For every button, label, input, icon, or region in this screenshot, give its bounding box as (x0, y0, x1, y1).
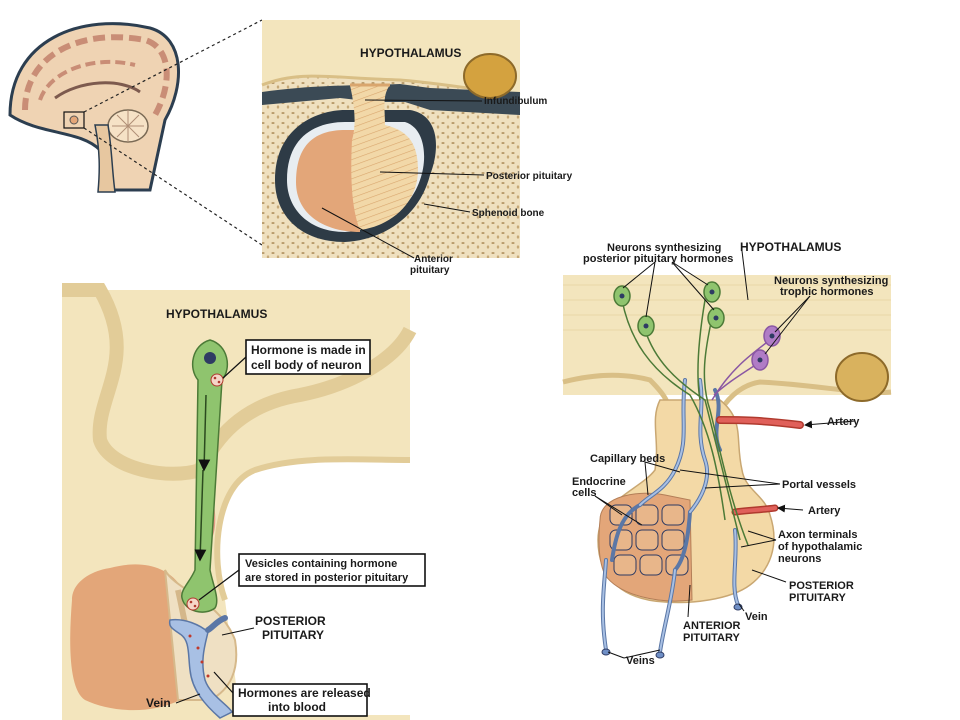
label-portal-vessels: Portal vessels (782, 479, 856, 491)
label-infundibulum: Infundibulum (484, 96, 547, 107)
label-neurons: neurons (778, 553, 821, 565)
label-pituitary-right: PITUITARY (789, 592, 846, 604)
label-posterior-pituitary: Posterior pituitary (486, 171, 573, 182)
label-anterior-right: ANTERIOR (683, 620, 741, 632)
callout-3-line1: Hormones are released (238, 686, 371, 700)
brain-sagittal (8, 19, 263, 246)
label-posterior-right: POSTERIOR (789, 580, 854, 592)
label-axon-terminals: Axon terminals (778, 529, 857, 541)
label-vein-left: Vein (146, 696, 171, 710)
label-artery-2: Artery (808, 505, 841, 517)
hypothalamus-title-top: HYPOTHALAMUS (360, 46, 461, 60)
label-veins: Veins (626, 655, 655, 667)
posterior-pituitary (350, 85, 418, 230)
posterior-pathway-panel: HYPOTHALAMUS Hormone is made in cell bod… (62, 283, 426, 720)
callout-2-line1: Vesicles containing hormone (245, 558, 397, 570)
label-neurons-posterior-2: posterior pituitary hormones (583, 253, 733, 265)
label-pituitary-left: PITUITARY (262, 628, 324, 642)
callout-1-line2: cell body of neuron (251, 358, 362, 372)
label-neurons-trophic-1: Neurons synthesizing (774, 275, 888, 287)
hypothalamus-title-right: HYPOTHALAMUS (740, 240, 841, 254)
callout-box-1 (245, 339, 371, 375)
label-neurons-trophic-2: trophic hormones (780, 286, 874, 298)
callout-box-2 (238, 553, 426, 587)
nucleus (204, 352, 216, 364)
label-anterior-pituitary-right: PITUITARY (683, 632, 740, 644)
hypothalamus-title-left: HYPOTHALAMUS (166, 307, 267, 321)
label-capillary-beds: Capillary beds (590, 453, 665, 465)
label-of-hypothalamic: of hypothalamic (778, 541, 862, 553)
callout-box-3 (232, 683, 368, 717)
anterior-pituitary (296, 130, 360, 232)
label-anterior-pituitary: pituitary (410, 265, 450, 276)
label-artery-1: Artery (827, 416, 860, 428)
portal-system-panel: Neurons synthesizing posterior pituitary… (562, 240, 892, 667)
label-sphenoid-bone: Sphenoid bone (472, 208, 545, 219)
callout-1-line1: Hormone is made in (251, 343, 366, 357)
label-vein-right: Vein (745, 611, 768, 623)
callout-2-line2: are stored in posterior pituitary (245, 572, 409, 584)
inset-box (63, 111, 85, 129)
callout-3-line2: into blood (268, 700, 326, 714)
label-endocrine: Endocrine (572, 476, 626, 488)
label-anterior: Anterior (414, 254, 453, 265)
label-cells: cells (572, 487, 596, 499)
anterior-lobe-left (70, 564, 180, 711)
pituitary-sella-panel: HYPOTHALAMUS Infundibulum Posterior pitu… (261, 20, 573, 276)
label-neurons-posterior-1: Neurons synthesizing (607, 242, 721, 254)
label-posterior-left: POSTERIOR (255, 614, 326, 628)
